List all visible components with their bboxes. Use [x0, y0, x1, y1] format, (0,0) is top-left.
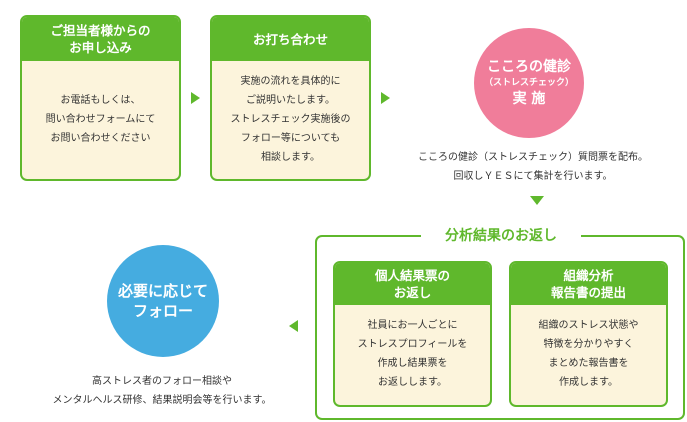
arrow-right-icon — [191, 92, 200, 104]
arrow-down-icon — [530, 196, 544, 205]
step-organization-body: 組織のストレス状態や 特徴を分かりやすく まとめた報告書を 作成します。 — [538, 320, 639, 388]
step-followup-note: 高ストレス者のフォロー相談や メンタルヘルス研修、結果説明会等を行います。 — [52, 376, 272, 406]
step-checkup-line2: （ストレスチェック） — [483, 78, 574, 88]
step-apply-title: ご担当者様からの お申し込み — [22, 17, 179, 61]
step-followup-circle: 必要に応じて フォロー — [107, 245, 219, 357]
step-apply-body: お電話もしくは、 問い合わせフォームにて お問い合わせください — [45, 94, 156, 144]
results-group-title: 分析結果のお返し — [421, 226, 581, 246]
step-apply-card: ご担当者様からの お申し込み お電話もしくは、 問い合わせフォームにて お問い合… — [20, 15, 181, 181]
step-checkup-note: こころの健診（ストレスチェック）質問票を配布。 回収しＹＥＳにて集計を行います。 — [418, 152, 648, 182]
step-checkup-line1: こころの健診 — [487, 59, 571, 75]
step-meeting-title: お打ち合わせ — [212, 17, 369, 61]
step-organization-card: 組織分析 報告書の提出 組織のストレス状態や 特徴を分かりやすく まとめた報告書… — [509, 261, 668, 407]
step-individual-card: 個人結果票の お返し 社員にお一人ごとに ストレスプロフィールを 作成し結果票を… — [333, 261, 492, 407]
step-meeting-body: 実施の流れを具体的に ご説明いたします。 ストレスチェック実施後の フォロー等に… — [230, 75, 351, 163]
arrow-right-icon — [381, 92, 390, 104]
step-checkup-circle: こころの健診 （ストレスチェック） 実 施 — [474, 28, 584, 138]
step-individual-title: 個人結果票の お返し — [335, 263, 490, 305]
step-individual-body: 社員にお一人ごとに ストレスプロフィールを 作成し結果票を お返しします。 — [357, 320, 468, 388]
step-organization-title: 組織分析 報告書の提出 — [511, 263, 666, 305]
step-checkup-line3: 実 施 — [512, 91, 546, 107]
step-meeting-card: お打ち合わせ 実施の流れを具体的に ご説明いたします。 ストレスチェック実施後の… — [210, 15, 371, 181]
arrow-left-icon — [289, 320, 298, 332]
